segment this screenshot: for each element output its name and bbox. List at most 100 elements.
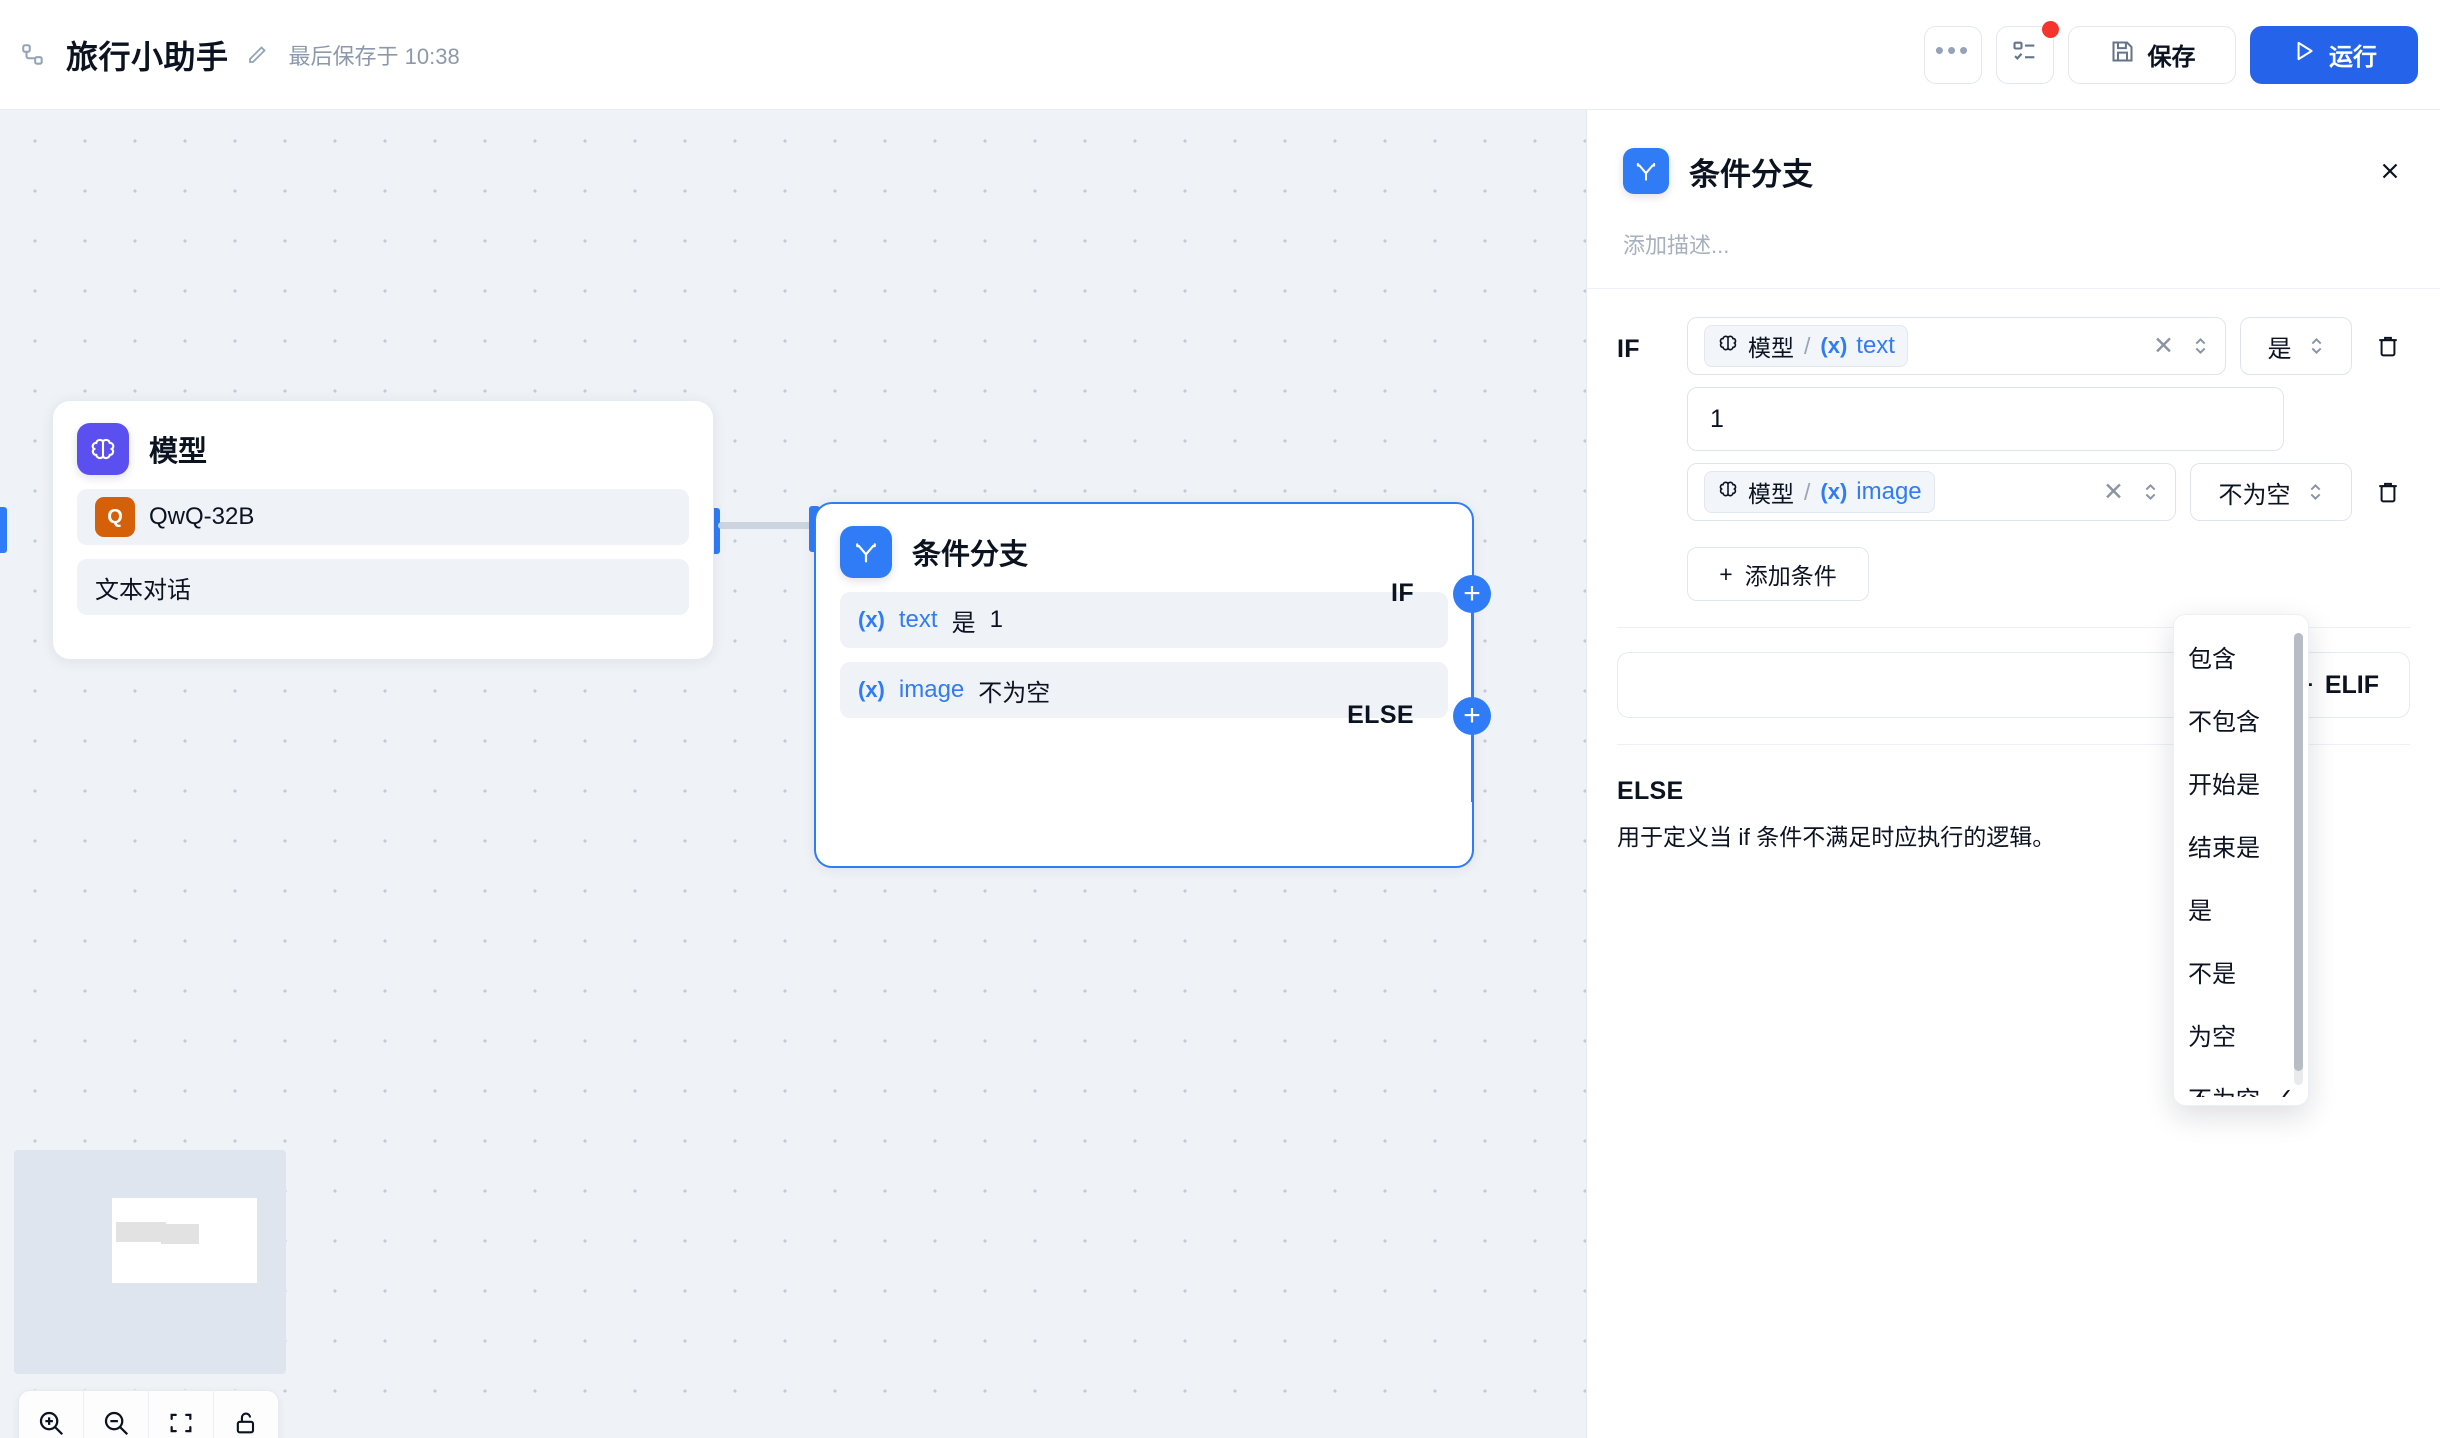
variable-node-name: 模型 <box>1748 475 1794 509</box>
variable-chip: 模型 / (x) image <box>1704 471 1935 513</box>
brain-icon <box>1717 478 1739 506</box>
variable-name: text <box>1856 332 1895 360</box>
panel-title: 条件分支 <box>1689 149 1813 194</box>
canvas-minimap[interactable] <box>14 1150 286 1374</box>
node-condition-header: 条件分支 <box>816 504 1472 592</box>
node-condition-row-1[interactable]: (x) text 是 1 <box>840 592 1448 648</box>
more-options-button[interactable]: ••• <box>1924 26 1982 84</box>
chevron-updown-icon <box>2308 334 2325 358</box>
operator-option-label: 为空 <box>2188 1017 2236 1052</box>
if-label: IF <box>1617 317 1673 364</box>
minimap-node <box>116 1222 166 1242</box>
checklist-button[interactable] <box>1996 26 2054 84</box>
operator-option-label: 结束是 <box>2188 828 2260 863</box>
plus-icon: + <box>1719 561 1732 588</box>
variable-select-2[interactable]: 模型 / (x) image ✕ <box>1687 463 2176 521</box>
operator-option-0[interactable]: 包含 <box>2174 625 2308 688</box>
brain-icon <box>1717 332 1739 360</box>
save-button[interactable]: 保存 <box>2068 26 2236 84</box>
operator-option-1[interactable]: 不包含 <box>2174 688 2308 751</box>
dropdown-scrollbar-thumb[interactable] <box>2294 633 2303 1071</box>
zoom-out-icon[interactable] <box>84 1391 148 1438</box>
workflow-icon <box>16 38 50 72</box>
header-left-group: 旅行小助手 最后保存于 10:38 <box>0 32 460 78</box>
x-icon[interactable]: ✕ <box>2103 477 2124 507</box>
pencil-icon[interactable] <box>243 41 271 69</box>
branch-add-handle-else[interactable]: + <box>1453 697 1491 735</box>
operator-option-label: 不包含 <box>2188 702 2260 737</box>
chip-separator: / <box>1804 479 1810 506</box>
check-icon: ✓ <box>2274 1083 2294 1097</box>
operator-option-3[interactable]: 结束是 <box>2174 814 2308 877</box>
branch-add-handle-if[interactable]: + <box>1453 575 1491 613</box>
model-mode-label: 文本对话 <box>95 570 191 605</box>
close-icon[interactable] <box>2372 153 2408 189</box>
minimap-viewport <box>112 1198 257 1283</box>
panel-description-input[interactable]: 添加描述... <box>1587 194 2440 260</box>
delete-condition-button-2[interactable] <box>2366 478 2410 506</box>
operator-option-label: 不为空 <box>2188 1080 2260 1097</box>
condition-operator: 是 <box>952 603 976 638</box>
ellipsis-icon: ••• <box>1935 37 1971 63</box>
chevron-updown-icon[interactable] <box>2192 334 2209 358</box>
node-model-row-mode[interactable]: 文本对话 <box>77 559 689 615</box>
node-model-header: 模型 <box>53 401 713 489</box>
operator-option-list: 包含 不包含 开始是 结束是 是 不是 为空 不为空 ✓ <box>2174 625 2308 1097</box>
node-condition[interactable]: 条件分支 IF + (x) text 是 1 (x) image 不为空 ELS… <box>814 502 1474 868</box>
operator-option-label: 包含 <box>2188 639 2236 674</box>
run-button-label: 运行 <box>2329 37 2377 72</box>
operator-option-6[interactable]: 为空 <box>2174 1003 2308 1066</box>
unlock-icon[interactable] <box>214 1391 278 1438</box>
panel-header: 条件分支 <box>1587 110 2440 194</box>
chip-separator: / <box>1804 333 1810 360</box>
node-condition-title: 条件分支 <box>912 531 1028 573</box>
operator-value: 不为空 <box>2219 475 2291 510</box>
operator-option-2[interactable]: 开始是 <box>2174 751 2308 814</box>
branch-icon <box>1623 148 1669 194</box>
variable-icon: (x) <box>1820 479 1847 505</box>
node-model-title: 模型 <box>149 428 207 470</box>
chevron-updown-icon <box>2307 480 2324 504</box>
variable-name: image <box>1856 478 1921 506</box>
save-button-label: 保存 <box>2148 37 2196 72</box>
fit-view-icon[interactable] <box>149 1391 213 1438</box>
model-node-input-handle[interactable] <box>0 507 7 553</box>
delete-condition-button-1[interactable] <box>2366 332 2410 360</box>
variable-select-1[interactable]: 模型 / (x) text ✕ <box>1687 317 2226 375</box>
x-icon[interactable]: ✕ <box>2153 331 2174 361</box>
app-header: 旅行小助手 最后保存于 10:38 ••• <box>0 0 2440 110</box>
model-name-label: QwQ-32B <box>149 503 254 531</box>
variable-icon: (x) <box>858 607 885 633</box>
condition-fields: 模型 / (x) text ✕ <box>1687 317 2410 451</box>
node-model[interactable]: 模型 Q QwQ-32B 文本对话 <box>52 400 714 660</box>
notification-badge <box>2042 21 2059 38</box>
condition-fields: 模型 / (x) image ✕ <box>1687 463 2410 601</box>
condition-value: 1 <box>990 606 1003 634</box>
branch-rail-else <box>1471 724 1473 802</box>
operator-option-7[interactable]: 不为空 ✓ <box>2174 1066 2308 1097</box>
node-model-row-model[interactable]: Q QwQ-32B <box>77 489 689 545</box>
chevron-updown-icon[interactable] <box>2142 480 2159 504</box>
condition-value-input-1[interactable]: 1 <box>1687 387 2284 451</box>
operator-option-label: 开始是 <box>2188 765 2260 800</box>
brain-icon <box>77 423 129 475</box>
condition-row-1: IF <box>1617 317 2410 451</box>
add-condition-button[interactable]: + 添加条件 <box>1687 547 1869 601</box>
condition-variable-name: image <box>899 676 964 704</box>
operator-select-1[interactable]: 是 <box>2240 317 2352 375</box>
operator-dropdown-menu[interactable]: 包含 不包含 开始是 结束是 是 不是 为空 不为空 ✓ <box>2173 614 2309 1106</box>
workflow-canvas[interactable]: 模型 Q QwQ-32B 文本对话 条件分支 <box>0 110 1586 1438</box>
operator-option-label: 不是 <box>2188 954 2236 989</box>
operator-value: 是 <box>2268 329 2292 364</box>
operator-option-label: 是 <box>2188 891 2212 926</box>
condition-editor: IF <box>1587 289 2440 852</box>
operator-select-2[interactable]: 不为空 <box>2190 463 2352 521</box>
zoom-in-icon[interactable] <box>19 1391 83 1438</box>
checklist-icon <box>2011 38 2039 71</box>
operator-option-5[interactable]: 不是 <box>2174 940 2308 1003</box>
operator-option-4[interactable]: 是 <box>2174 877 2308 940</box>
header-actions: ••• 保存 <box>1924 26 2440 84</box>
page-title: 旅行小助手 <box>66 32 229 78</box>
dropdown-scrollbar[interactable] <box>2294 633 2303 1085</box>
run-button[interactable]: 运行 <box>2250 26 2418 84</box>
